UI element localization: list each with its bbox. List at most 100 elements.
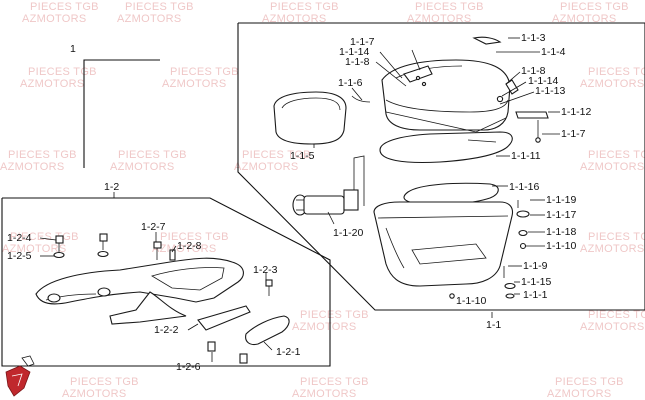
part-label: 1-1-18: [546, 226, 577, 238]
svg-text:AZMOTORS: AZMOTORS: [110, 161, 175, 173]
part-label: 1-1-4: [541, 46, 566, 58]
svg-text:PIECES TGB: PIECES TGB: [588, 66, 645, 78]
svg-text:PIECES TGB: PIECES TGB: [125, 1, 194, 13]
leaders-1-1: [313, 37, 560, 318]
part-label: 1-1-19: [546, 194, 577, 206]
case-base-side: [385, 227, 405, 269]
part-label: 1-1-5: [290, 150, 315, 162]
svg-text:AZMOTORS: AZMOTORS: [2, 243, 67, 255]
case-lid: [381, 59, 511, 131]
part-label: 1-1-9: [523, 260, 548, 272]
part-label: 1-2-6: [176, 361, 201, 373]
svg-text:AZMOTORS: AZMOTORS: [22, 13, 87, 25]
svg-text:PIECES TGB: PIECES TGB: [588, 309, 645, 321]
svg-text:PIECES TGB: PIECES TGB: [555, 376, 624, 388]
part-label: 1-1-17: [546, 209, 577, 221]
svg-text:AZMOTORS: AZMOTORS: [234, 161, 299, 173]
part-label: 1-1-6: [338, 77, 363, 89]
rack-arm: [109, 291, 187, 325]
part-labels: 1 1-1 1-1-1 1-1-3 1-1-4 1-1-5 1-1-6 1-1-…: [7, 32, 592, 373]
lid-tag: [403, 65, 433, 83]
part-label: 1-1-7: [350, 36, 375, 48]
part-label: 1-1-16: [509, 181, 540, 193]
lock-cylinder: [292, 155, 365, 216]
svg-text:AZMOTORS: AZMOTORS: [580, 161, 645, 173]
svg-text:AZMOTORS: AZMOTORS: [292, 321, 357, 333]
svg-text:PIECES TGB: PIECES TGB: [28, 66, 97, 78]
svg-text:PIECES TGB: PIECES TGB: [170, 66, 239, 78]
svg-text:PIECES TGB: PIECES TGB: [300, 376, 369, 388]
part-label: 1-1-8: [345, 56, 370, 68]
svg-text:PIECES TGB: PIECES TGB: [588, 149, 645, 161]
rack-foot: [47, 293, 61, 303]
part-label: 1-1-12: [561, 106, 592, 118]
rack-foot: [97, 287, 111, 297]
svg-text:AZMOTORS: AZMOTORS: [580, 78, 645, 90]
case-base: [373, 201, 514, 287]
leaders-1-2: [39, 192, 273, 362]
right-hardware: [351, 75, 549, 299]
part-label: 1-1-15: [521, 276, 552, 288]
part-label: 1-1-14: [528, 75, 559, 87]
svg-text:AZMOTORS: AZMOTORS: [407, 13, 472, 25]
svg-text:AZMOTORS: AZMOTORS: [262, 13, 327, 25]
part-label: 1-1-10: [456, 295, 487, 307]
part-label: 1-2-2: [154, 324, 179, 336]
lid-hinge-strip: [385, 111, 507, 133]
svg-text:PIECES TGB: PIECES TGB: [8, 149, 77, 161]
backrest-inner-line: [281, 97, 341, 111]
svg-text:AZMOTORS: AZMOTORS: [0, 161, 65, 173]
part-label: 1-1-7: [561, 128, 586, 140]
part-label: 1-1-1: [523, 289, 548, 301]
part-label: 1-2-8: [177, 240, 202, 252]
lid-edge: [385, 99, 509, 113]
svg-text:AZMOTORS: AZMOTORS: [552, 13, 617, 25]
svg-text:AZMOTORS: AZMOTORS: [20, 78, 85, 90]
part-label: 1-1-10: [546, 240, 577, 252]
part-label: 1-1-8: [521, 65, 546, 77]
svg-text:PIECES TGB: PIECES TGB: [160, 231, 229, 243]
rack-side-cover: [197, 305, 251, 331]
svg-text:PIECES TGB: PIECES TGB: [70, 376, 139, 388]
svg-text:AZMOTORS: AZMOTORS: [580, 321, 645, 333]
part-label: 1-1-13: [535, 85, 566, 97]
part-label: 1-1: [486, 319, 501, 331]
rack-inner-opening: [151, 267, 225, 291]
part-label: 1-1-20: [333, 227, 364, 239]
svg-text:PIECES TGB: PIECES TGB: [588, 231, 645, 243]
assembly-1-1-frame: [237, 22, 645, 311]
part-label: 1-2: [104, 181, 119, 193]
part-label: 1: [70, 43, 76, 55]
svg-text:PIECES TGB: PIECES TGB: [300, 309, 369, 321]
bracket-1: [83, 59, 160, 168]
svg-text:AZMOTORS: AZMOTORS: [292, 388, 357, 400]
svg-text:AZMOTORS: AZMOTORS: [162, 78, 227, 90]
rear-rack: [35, 257, 244, 305]
emblem-part: [472, 36, 502, 45]
lid-gasket: [379, 131, 513, 163]
part-label: 1-2-4: [7, 232, 32, 244]
rack-grip-cover: [245, 315, 290, 346]
case-base-rim: [377, 215, 509, 219]
part-label: 1-1-11: [511, 150, 541, 162]
part-label: 1-2-1: [276, 346, 301, 358]
svg-text:AZMOTORS: AZMOTORS: [152, 243, 217, 255]
